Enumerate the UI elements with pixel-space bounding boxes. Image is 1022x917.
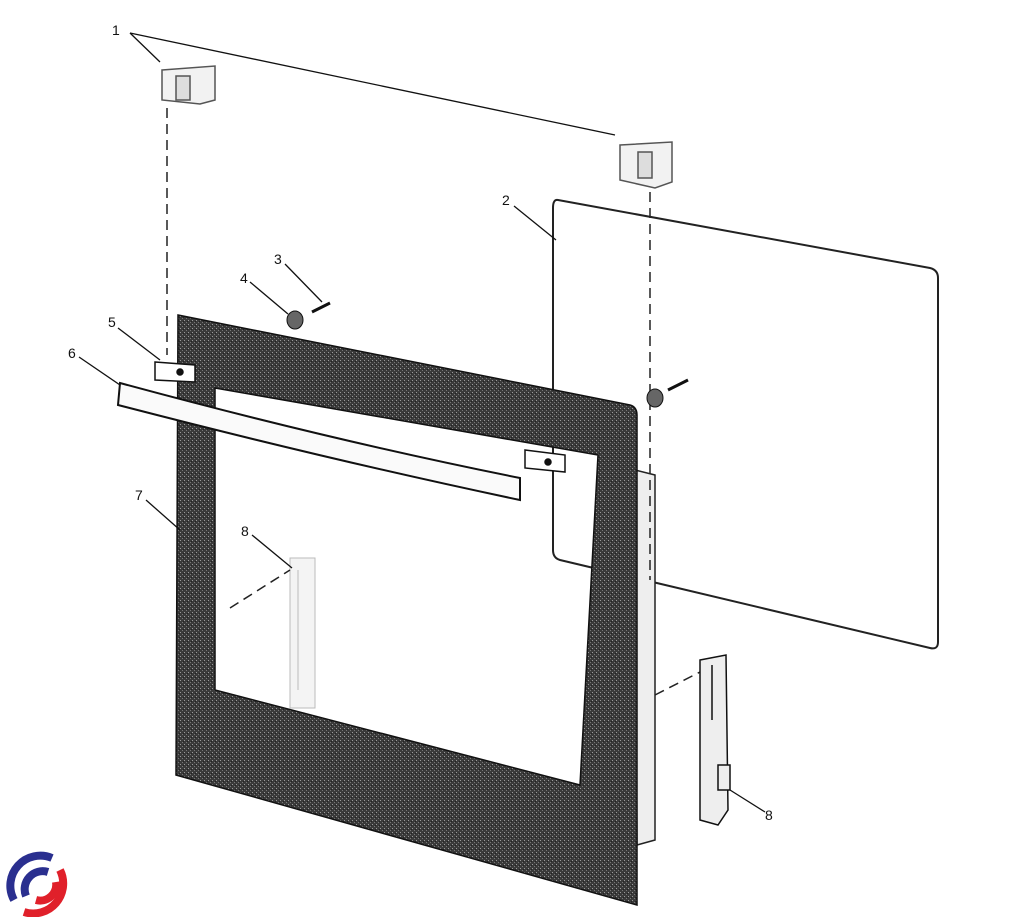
callout-7: 7 xyxy=(135,487,143,503)
callout-1: 1 xyxy=(112,22,120,38)
callout-8-left: 8 xyxy=(241,523,249,539)
outer-door-frame xyxy=(175,314,638,906)
callout-8-right: 8 xyxy=(765,807,773,823)
alignment-lines xyxy=(166,108,701,696)
callout-4: 4 xyxy=(240,270,248,286)
handle-bracket xyxy=(154,361,566,473)
callout-5: 5 xyxy=(108,314,116,330)
screw-and-washer xyxy=(286,301,689,408)
door-side-edge xyxy=(634,469,656,846)
brand-logo xyxy=(6,851,68,917)
leader-lines xyxy=(78,32,766,813)
door-handle xyxy=(116,381,521,502)
hinge-left xyxy=(289,557,316,709)
callout-6: 6 xyxy=(68,345,76,361)
hinge-right xyxy=(699,654,731,826)
callout-3: 3 xyxy=(274,251,282,267)
callout-2: 2 xyxy=(502,192,510,208)
glass-clip xyxy=(161,65,673,189)
